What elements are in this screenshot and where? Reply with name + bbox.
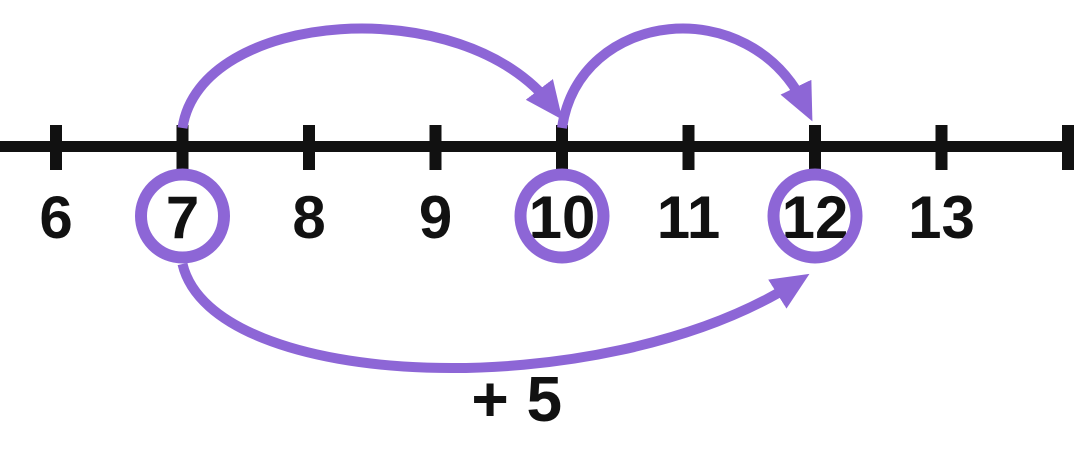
jump-arc-above	[557, 23, 813, 129]
tick-label: 12	[782, 184, 849, 251]
jump-operation-label: + 5	[471, 363, 562, 435]
tick-label: 8	[292, 184, 325, 251]
jump-arc-below	[177, 262, 810, 374]
tick-label: 10	[529, 184, 596, 251]
tick-label: 6	[39, 184, 72, 251]
tick-label: 13	[908, 184, 975, 251]
tick-label: 11	[657, 184, 720, 251]
number-circle-highlight	[135, 168, 230, 264]
number-circle-highlight	[767, 168, 863, 264]
jump-arc-above	[177, 23, 563, 129]
tick-label: 7	[166, 184, 199, 251]
tick-label: 9	[419, 184, 452, 251]
number-circle-highlight	[514, 168, 610, 264]
